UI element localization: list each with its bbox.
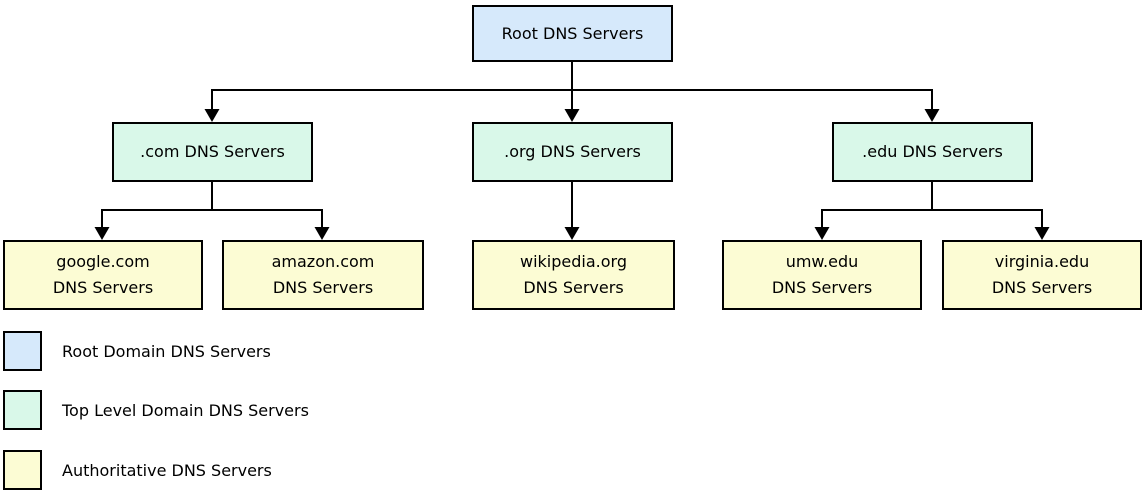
- node-google-dns-servers: google.com DNS Servers: [3, 240, 203, 310]
- arrowhead-google: [94, 227, 110, 240]
- arrowhead-virginia: [1034, 227, 1050, 240]
- arrowhead-wikipedia: [564, 227, 580, 240]
- legend-item-root-domain: Root Domain DNS Servers: [3, 331, 271, 371]
- node-org-dns-servers: .org DNS Servers: [472, 122, 673, 182]
- node-wikipedia-dns-servers: wikipedia.org DNS Servers: [472, 240, 675, 310]
- legend-swatch-top-level-domain: [3, 390, 42, 430]
- legend-label-root-domain: Root Domain DNS Servers: [62, 341, 271, 361]
- arrowhead-org: [564, 109, 580, 122]
- node-root-dns-servers: Root DNS Servers: [472, 5, 673, 62]
- node-umw-dns-servers: umw.edu DNS Servers: [722, 240, 922, 310]
- arrowhead-com: [204, 109, 220, 122]
- legend-swatch-root-domain: [3, 331, 42, 371]
- arrowhead-umw: [814, 227, 830, 240]
- node-amazon-dns-servers: amazon.com DNS Servers: [222, 240, 424, 310]
- arrowhead-amazon: [314, 227, 330, 240]
- arrowhead-edu: [924, 109, 940, 122]
- legend-item-authoritative: Authoritative DNS Servers: [3, 450, 272, 490]
- legend-label-authoritative: Authoritative DNS Servers: [62, 460, 272, 480]
- node-edu-dns-servers: .edu DNS Servers: [832, 122, 1033, 182]
- node-com-dns-servers: .com DNS Servers: [112, 122, 313, 182]
- legend-item-top-level-domain: Top Level Domain DNS Servers: [3, 390, 309, 430]
- legend-label-top-level-domain: Top Level Domain DNS Servers: [62, 400, 309, 420]
- legend-swatch-authoritative: [3, 450, 42, 490]
- node-virginia-dns-servers: virginia.edu DNS Servers: [942, 240, 1142, 310]
